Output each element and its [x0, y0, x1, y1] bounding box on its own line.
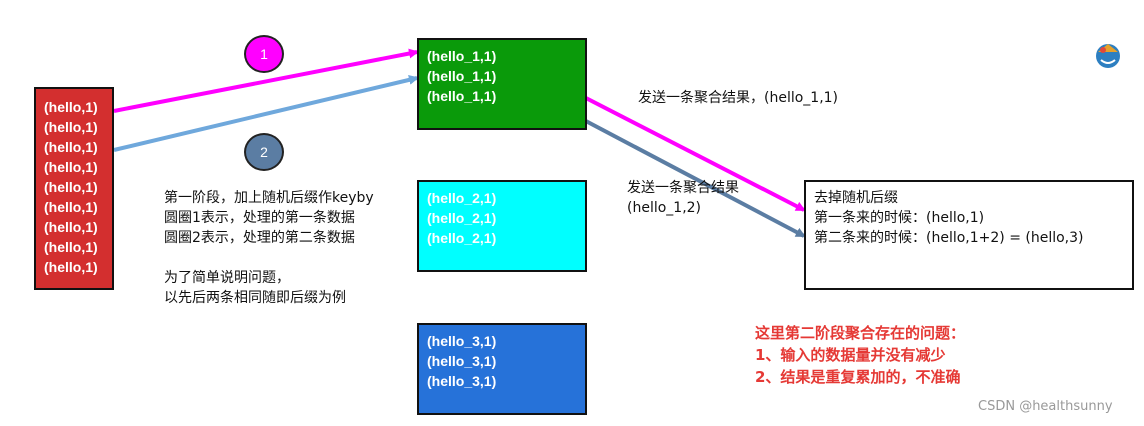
blue-partition-list: (hello_3,1) (hello_3,1) (hello_3,1): [427, 331, 496, 391]
arrow-record1-to-green: [113, 48, 419, 113]
source-record: (hello,1): [44, 199, 98, 215]
stage1-note-line: 以先后两条相同随即后缀为例: [164, 290, 346, 306]
source-record: (hello,1): [44, 119, 98, 135]
green-partition-box: (hello_1,1) (hello_1,1) (hello_1,1): [417, 38, 587, 130]
cyan-partition-box: (hello_2,1) (hello_2,1) (hello_2,1): [417, 180, 587, 272]
source-record: (hello,1): [44, 139, 98, 155]
green-partition-list: (hello_1,1) (hello_1,1) (hello_1,1): [427, 46, 496, 106]
source-records-box: (hello,1) (hello,1) (hello,1) (hello,1) (hel…: [34, 87, 114, 290]
problem-note: 这里第二阶段聚合存在的问题： 1、输入的数据量并没有减少 2、结果是重复累加的，不准…: [755, 322, 965, 388]
send-note-1: 发送一条聚合结果，(hello_1,1): [638, 90, 839, 106]
result-box: 去掉随机后缀第一条来的时候：(hello,1) 第二条来的时候：(hello,1+…: [804, 180, 1134, 290]
blue-record: (hello_3,1): [427, 353, 497, 369]
source-record: (hello,1): [44, 239, 98, 255]
cyan-record: (hello_2,1): [427, 230, 497, 246]
logo-icon: [1096, 44, 1120, 68]
green-record: (hello_1,1): [427, 48, 497, 64]
blue-record: (hello_3,1): [427, 373, 497, 389]
green-record: (hello_1,1): [427, 88, 497, 104]
circle-2: 2: [244, 133, 284, 171]
arrow-record2-to-green: [113, 74, 419, 152]
problem-line: 1、输入的数据量并没有减少: [755, 346, 946, 364]
blue-partition-box: (hello_3,1) (hello_3,1) (hello_3,1): [417, 323, 587, 415]
source-record: (hello,1): [44, 259, 98, 275]
send-note-2: 发送一条聚合结果 (hello_1,2): [627, 178, 739, 218]
circle-1: 1: [244, 35, 284, 73]
result-line: 去掉随机后缀: [814, 190, 898, 206]
cyan-record: (hello_2,1): [427, 210, 497, 226]
blue-record: (hello_3,1): [427, 333, 497, 349]
stage1-note-line: 第一阶段，加上随机后缀作keyby: [164, 190, 374, 206]
send-note-2-line: (hello_1,2): [627, 200, 702, 216]
result-line: 第二条来的时候：(hello,1+2) = (hello,3): [814, 230, 1084, 246]
stage1-note-line: 为了简单说明问题，: [164, 270, 290, 286]
source-record: (hello,1): [44, 99, 98, 115]
send-note-2-line: 发送一条聚合结果: [627, 180, 739, 196]
circle-1-label: 1: [260, 46, 268, 62]
problem-line: 这里第二阶段聚合存在的问题：: [755, 324, 966, 342]
stage1-note-line: 圆圈2表示，处理的第二条数据: [164, 230, 355, 246]
result-box-text: 去掉随机后缀第一条来的时候：(hello,1) 第二条来的时候：(hello,1+…: [814, 188, 1084, 248]
cyan-record: (hello_2,1): [427, 190, 497, 206]
stage1-note-line: [164, 248, 374, 268]
result-line: 第一条来的时候：(hello,1): [814, 210, 985, 226]
source-record: (hello,1): [44, 219, 98, 235]
problem-line: 2、结果是重复累加的，不准确: [755, 368, 961, 386]
source-record: (hello,1): [44, 159, 98, 175]
stage1-note-line: 圆圈1表示，处理的第一条数据: [164, 210, 355, 226]
green-record: (hello_1,1): [427, 68, 497, 84]
stage1-note: 第一阶段，加上随机后缀作keyby 圆圈1表示，处理的第一条数据圆圈2表示，处理的…: [164, 188, 374, 308]
source-record: (hello,1): [44, 179, 98, 195]
source-records-list: (hello,1) (hello,1) (hello,1) (hello,1) (hel…: [44, 97, 98, 277]
watermark: CSDN @healthsunny: [978, 399, 1113, 414]
circle-2-label: 2: [260, 144, 268, 160]
cyan-partition-list: (hello_2,1) (hello_2,1) (hello_2,1): [427, 188, 496, 248]
